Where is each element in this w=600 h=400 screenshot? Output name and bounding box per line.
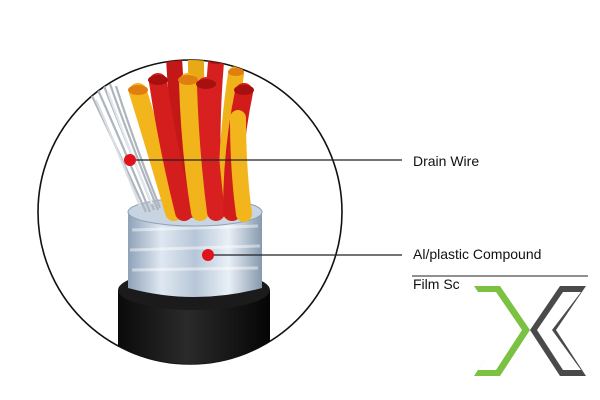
callout-drain-wire bbox=[124, 154, 402, 166]
drain-wire-marker bbox=[124, 154, 136, 166]
cable-cross-section-icon bbox=[91, 60, 270, 364]
conductor-cores bbox=[128, 60, 254, 222]
drain-wire bbox=[91, 83, 162, 213]
compound-film-marker bbox=[202, 249, 214, 261]
label-compound-film-line2: Film Sc bbox=[413, 276, 460, 292]
label-compound-film-line1: Al/plastic Compound bbox=[413, 246, 542, 262]
callout-compound-film bbox=[202, 249, 588, 277]
label-drain-wire: Drain Wire bbox=[413, 153, 480, 169]
x-logo-icon bbox=[474, 286, 586, 376]
